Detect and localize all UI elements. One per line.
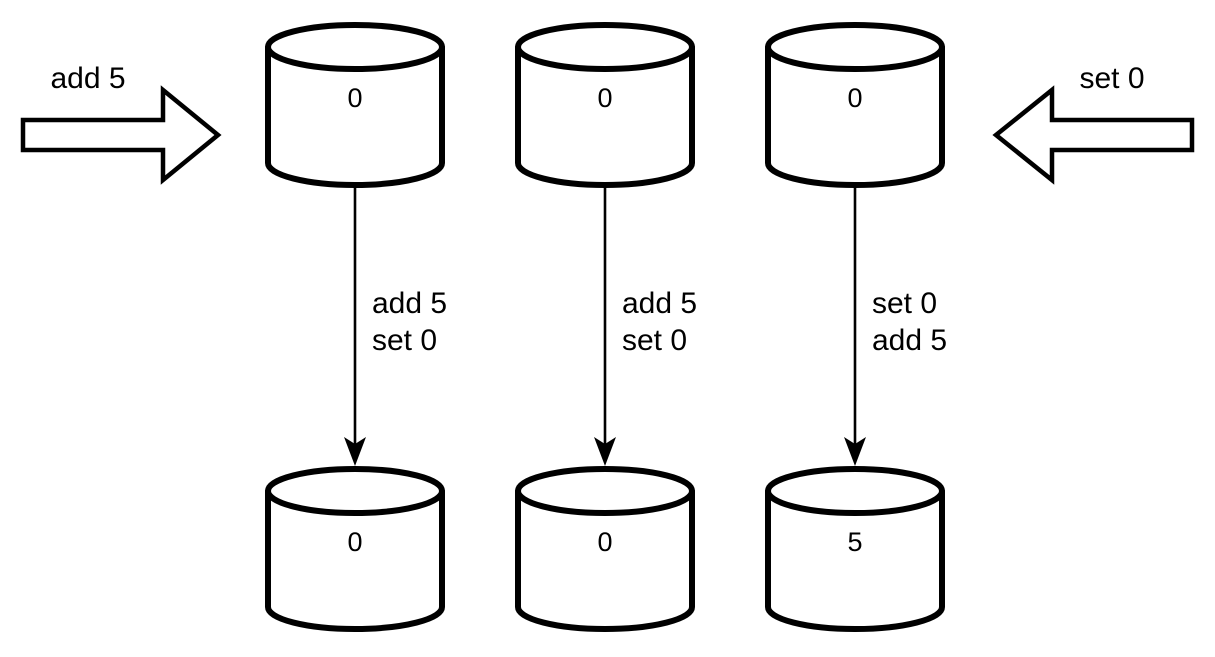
cylinder-body	[515, 44, 695, 188]
cylinder-body	[515, 488, 695, 632]
replica-2-op-first: add 5	[622, 287, 697, 320]
replica-1-op-second: set 0	[372, 324, 437, 357]
replica-3-op-second: add 5	[872, 324, 947, 357]
inbound-arrow-left	[20, 85, 222, 185]
replica-2-after-cylinder: 0	[515, 466, 695, 632]
cylinder-top-ellipse	[515, 466, 695, 516]
replica-3-op-first: set 0	[872, 287, 937, 320]
cylinder-body	[265, 44, 445, 188]
arrowhead-down-icon	[594, 437, 616, 466]
replica-3-after-value: 5	[847, 527, 862, 557]
arrowhead-down-icon	[344, 437, 366, 466]
cylinder-top-ellipse	[265, 22, 445, 72]
cylinder-top-ellipse	[765, 466, 945, 516]
replica-3-after-cylinder: 5	[765, 466, 945, 632]
replica-1-before-value: 0	[347, 83, 362, 113]
replica-column-1: 0 add 5 set 0 0	[265, 22, 447, 632]
block-arrow-right-icon	[20, 85, 222, 185]
replica-3-before-cylinder: 0	[765, 22, 945, 188]
replica-2-op-second: set 0	[622, 324, 687, 357]
replica-3-connector	[844, 186, 866, 466]
cylinder-body	[265, 488, 445, 632]
replica-column-3: 0 set 0 add 5 5	[765, 22, 947, 632]
cylinder-body	[765, 488, 945, 632]
cylinder-body	[765, 44, 945, 188]
replica-1-after-value: 0	[347, 527, 362, 557]
replica-2-before-value: 0	[597, 83, 612, 113]
inbound-op-label-left: add 5	[50, 62, 125, 95]
replica-2-connector	[594, 186, 616, 466]
cylinder-top-ellipse	[515, 22, 695, 72]
replica-1-connector	[344, 186, 366, 466]
inbound-op-label-right: set 0	[1079, 62, 1144, 95]
replica-1-op-first: add 5	[372, 287, 447, 320]
arrowhead-down-icon	[844, 437, 866, 466]
cylinder-top-ellipse	[265, 466, 445, 516]
replica-2-before-cylinder: 0	[515, 22, 695, 188]
cylinder-top-ellipse	[765, 22, 945, 72]
replica-2-after-value: 0	[597, 527, 612, 557]
block-arrow-left-icon	[992, 85, 1195, 185]
replica-1-after-cylinder: 0	[265, 466, 445, 632]
replica-3-before-value: 0	[847, 83, 862, 113]
inbound-arrow-right	[992, 85, 1195, 185]
replica-1-before-cylinder: 0	[265, 22, 445, 188]
replica-column-2: 0 add 5 set 0 0	[515, 22, 697, 632]
